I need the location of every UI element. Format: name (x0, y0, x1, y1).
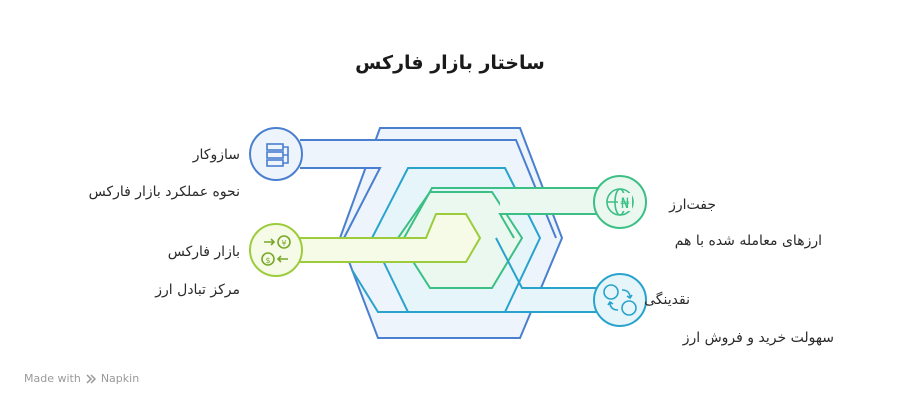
svg-text:₦: ₦ (621, 196, 630, 212)
currency-pair-heading: جفت‌ارز (669, 197, 716, 213)
svg-text:$: $ (265, 256, 270, 265)
footer-brand[interactable]: Napkin (100, 372, 140, 385)
liquidity-description: سهولت خرید و فروش ارز (682, 330, 834, 346)
page-title: ساختار بازار فارکس (355, 52, 545, 74)
forex-market-heading: بازار فارکس (167, 244, 240, 260)
footer: Made with Napkin (24, 372, 139, 385)
org-chart-icon (266, 143, 289, 167)
forex-market-circle (249, 223, 303, 277)
napkin-logo-icon (86, 373, 96, 384)
currency-pair-description: ارزهای معامله شده با هم (674, 233, 822, 249)
mechanism-circle (249, 127, 303, 181)
liquidity-circle (593, 273, 647, 327)
svg-text:¥: ¥ (281, 239, 286, 248)
globe-currency-icon: ₦ (606, 188, 634, 216)
liquidity-heading: نقدینگی (644, 292, 690, 308)
cycle-currency-icon (603, 284, 637, 316)
forex-market-description: مرکز تبادل ارز (155, 282, 240, 298)
mechanism-description: نحوه عملکرد بازار فارکس (88, 184, 240, 200)
mechanism-heading: سازوکار (192, 147, 240, 163)
connector-liquidity (495, 237, 600, 289)
footer-made-with: Made with (24, 372, 81, 385)
connector-currency-pair (403, 187, 600, 239)
currency-exchange-icon: ¥ $ (261, 235, 291, 266)
connector-forex-market (299, 213, 482, 263)
